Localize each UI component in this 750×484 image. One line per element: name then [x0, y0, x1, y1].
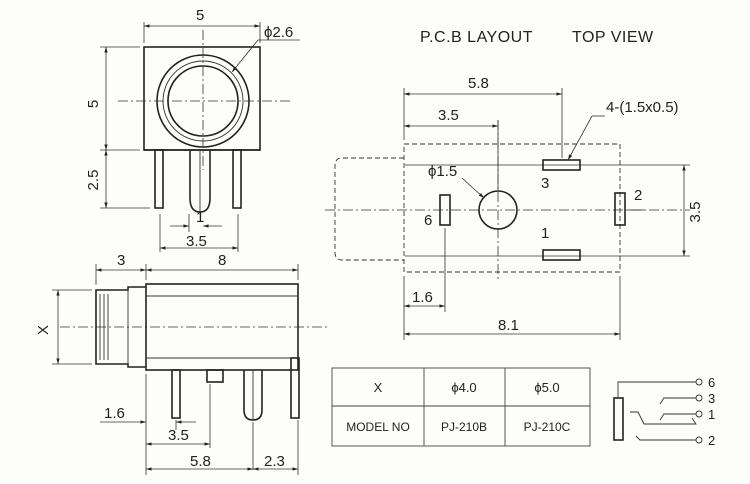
pcb-layout: P.C.B LAYOUT TOP VIEW 5.8	[325, 29, 704, 340]
dim-front-width: 5	[196, 7, 204, 24]
pcb-pad-3	[542, 159, 581, 171]
model-table: X ϕ4.0 ϕ5.0 MODEL NO PJ-210B PJ-210C	[331, 367, 591, 447]
table-header-phi5: ϕ5.0	[534, 380, 559, 395]
dim-front-hole: ϕ2.6	[264, 24, 293, 41]
title-pcb-layout: P.C.B LAYOUT	[420, 29, 533, 46]
dim-pcb-width-total: 5.8	[468, 75, 489, 92]
pcb-barrel-outline	[334, 157, 404, 261]
dim-front-pin-length: 2.5	[85, 170, 102, 191]
table-model-b: PJ-210B	[441, 420, 487, 434]
side-pin-tab	[206, 369, 224, 383]
dim-side-pin-offset-2: 3.5	[168, 427, 189, 444]
table-header-x: X	[374, 380, 383, 395]
dim-pcb-hole: ϕ1.5	[428, 163, 457, 180]
pcb-pin-label-2: 2	[634, 187, 642, 204]
dim-front-pin-spacing: 3.5	[186, 233, 207, 250]
pcb-pad-1	[542, 249, 581, 261]
pcb-pin-label-6: 6	[424, 212, 432, 229]
pcb-pin-label-1: 1	[541, 225, 549, 242]
dim-side-pin-offset-1: 1.6	[104, 405, 125, 422]
dim-front-pin-small: 1	[196, 209, 204, 226]
table-model-c: PJ-210C	[524, 420, 571, 434]
dim-pcb-height-pads: 3.5	[687, 202, 704, 223]
pcb-pad-2	[614, 192, 626, 226]
side-view: 3 8 X 1.6 3.5 5.8 2.3	[35, 252, 330, 475]
dim-pcb-pad-size: 4-(1.5x0.5)	[606, 99, 679, 116]
dim-front-height: 5	[85, 100, 102, 108]
pcb-center-hole	[478, 190, 518, 230]
dim-pcb-left-offset: 1.6	[412, 289, 433, 306]
dim-pcb-length-total: 8.1	[498, 317, 519, 334]
pcb-pin-label-3: 3	[541, 175, 549, 192]
side-pin-rear	[290, 357, 300, 419]
schematic-pin-3: 3	[708, 391, 715, 406]
front-pin-right	[232, 149, 242, 209]
dim-side-rear-offset: 2.3	[264, 453, 285, 470]
schematic: 6 3 1 2	[613, 375, 715, 448]
title-top-view: TOP VIEW	[572, 29, 654, 46]
schematic-pin-6: 6	[708, 375, 715, 390]
dim-side-body: 8	[218, 252, 226, 269]
dim-side-diameter: X	[35, 325, 52, 335]
pcb-pad-6	[439, 194, 451, 226]
table-header-phi4: ϕ4.0	[451, 380, 476, 395]
schematic-jack-body	[613, 397, 624, 441]
dim-side-barrel: 3	[117, 252, 125, 269]
dim-pcb-width-center: 3.5	[438, 107, 459, 124]
schematic-pin-1: 1	[708, 407, 715, 422]
front-view: 5 ϕ2.6 5 2.5 1 3.5	[85, 7, 300, 252]
dim-side-pin-offset-3: 5.8	[190, 453, 211, 470]
table-model-label: MODEL NO	[346, 420, 410, 434]
schematic-pin-2: 2	[708, 433, 715, 448]
front-pin-left	[154, 149, 164, 209]
side-pin-1	[171, 369, 181, 419]
pcb-body-outline	[403, 143, 621, 273]
